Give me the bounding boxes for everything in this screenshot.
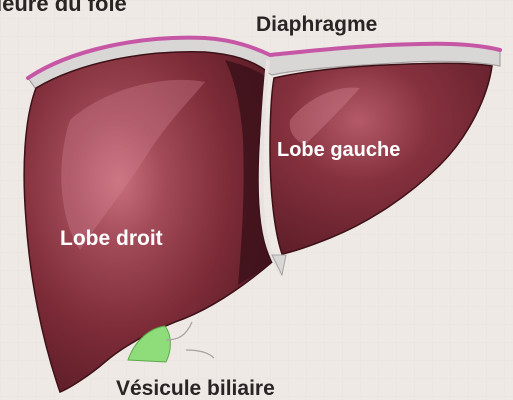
label-left-lobe: Lobe gauche bbox=[277, 139, 400, 161]
label-top-left: ieure du foie bbox=[0, 0, 127, 16]
label-gallbladder: Vésicule biliaire bbox=[116, 377, 275, 400]
label-right-lobe: Lobe droit bbox=[60, 227, 163, 250]
label-diaphragm: Diaphragme bbox=[256, 13, 377, 36]
